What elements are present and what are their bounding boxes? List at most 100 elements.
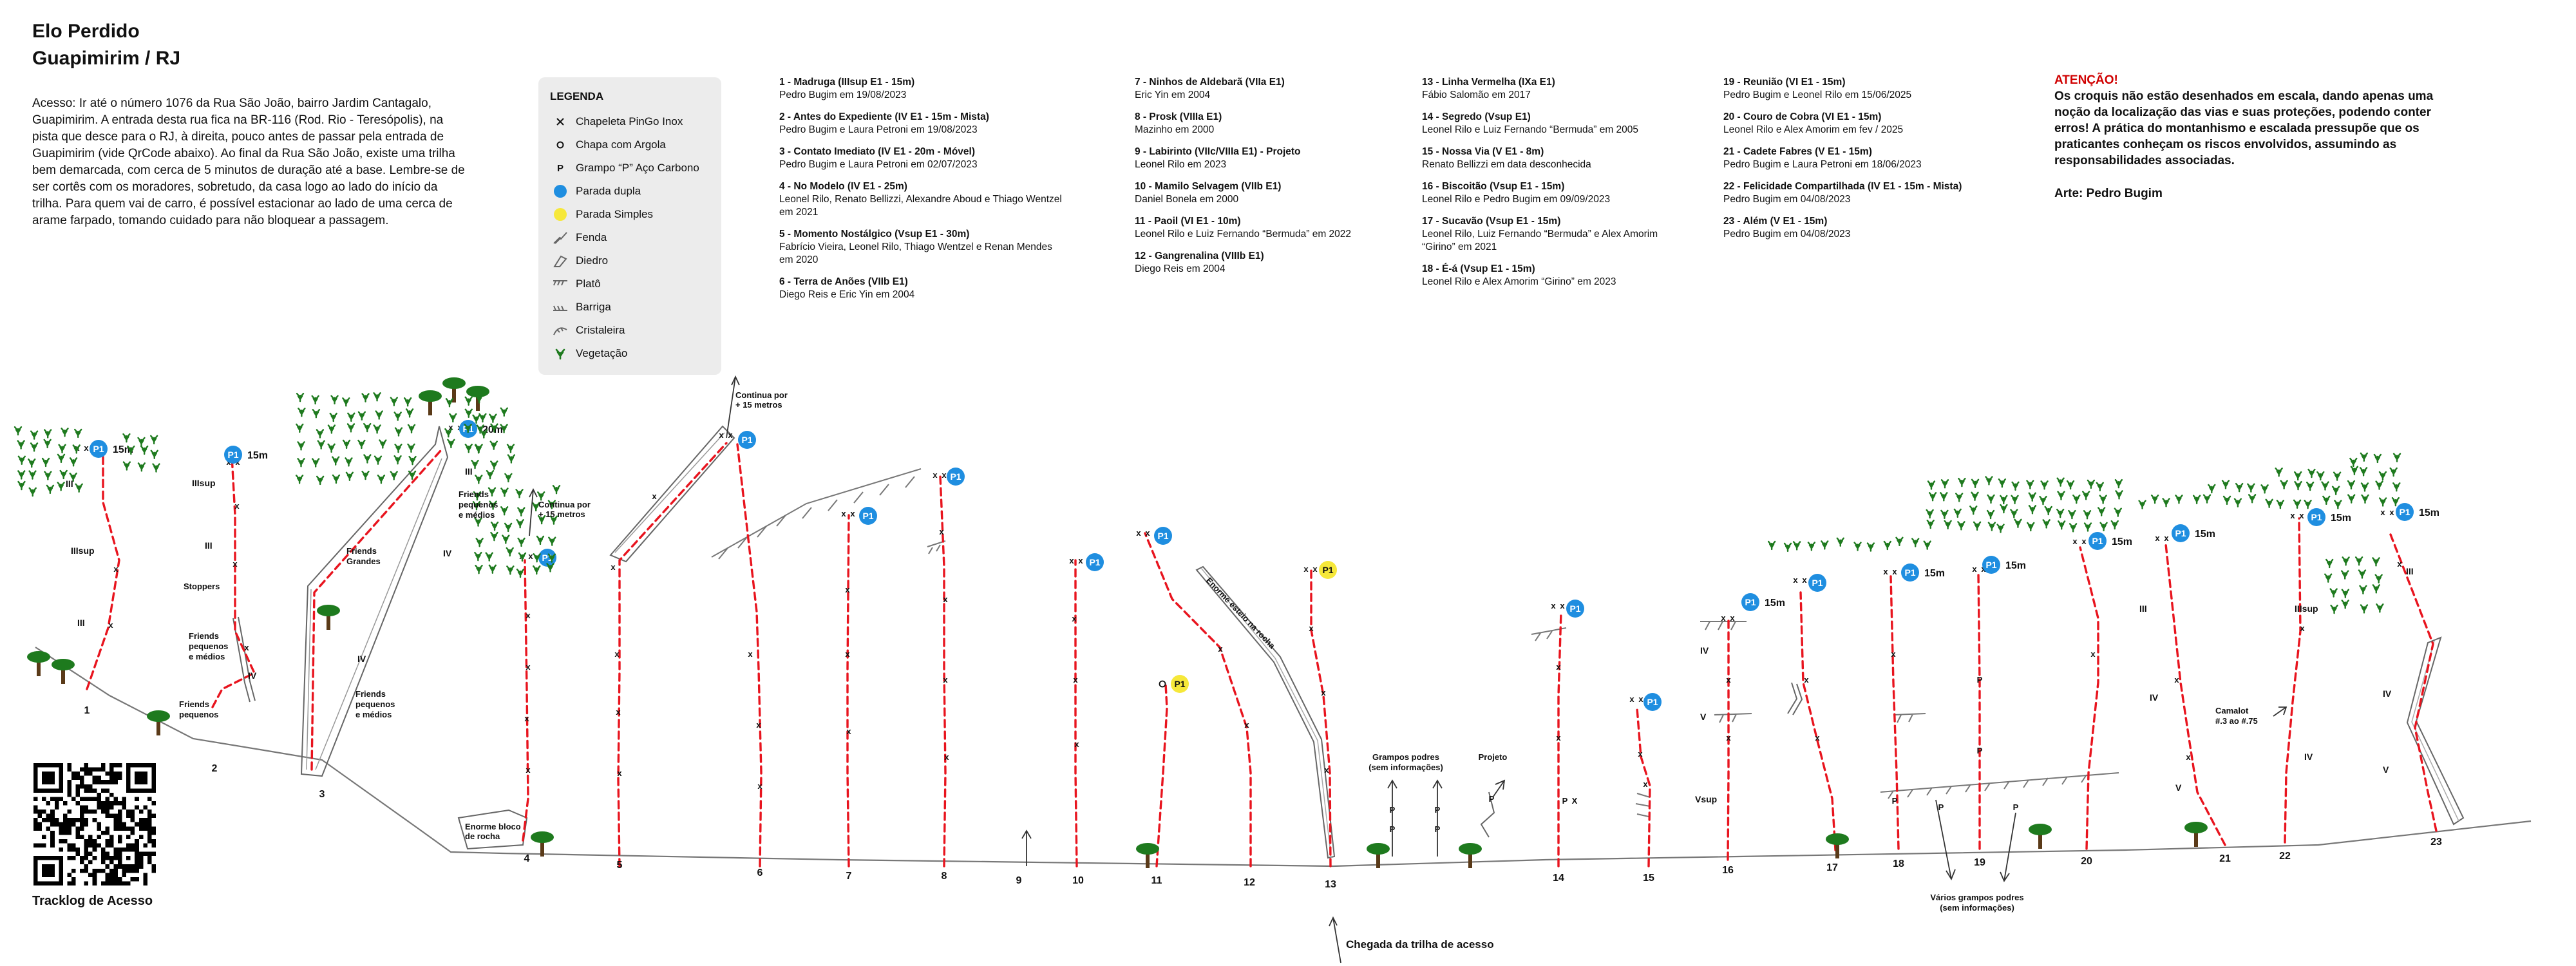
vegetation-icon <box>75 483 83 493</box>
bolt-x-mark: x <box>942 470 947 480</box>
bolt-x-mark: x <box>2174 675 2179 685</box>
rotten-bolts-note: (sem informações) <box>1368 762 1443 772</box>
vegetation-icon <box>2083 522 2092 532</box>
vegetation-icon <box>516 568 525 578</box>
bolt-x-mark: x <box>1804 675 1809 685</box>
projeto-note: Projeto <box>1479 752 1508 762</box>
anchor-label: P1 <box>950 471 961 482</box>
route-line-18 <box>1889 575 1900 850</box>
bolt-x-mark: x <box>1244 720 1249 730</box>
route-entry: 13 - Linha Vermelha (IXa E1)Fábio Salomã… <box>1422 76 1680 102</box>
anchor-double: P1 <box>1566 600 1584 618</box>
vegetation-icon <box>1958 477 1966 488</box>
vegetation-icon <box>2359 467 2368 477</box>
vegetation-icon <box>69 457 78 467</box>
vegetation-icon <box>2233 498 2242 507</box>
roof-icon <box>550 300 571 314</box>
bolt-x-mark: x <box>2155 533 2160 543</box>
bolt-x-mark: x <box>526 765 531 775</box>
vegetation-icon <box>500 506 509 516</box>
bolt-x-mark: x <box>1726 675 1731 685</box>
bolt-x-mark: x <box>748 649 753 659</box>
bolt-x-mark: x <box>1560 601 1565 611</box>
anchor-length: 20m <box>482 424 503 435</box>
vegetation-icon <box>2028 492 2036 502</box>
vegetation-icon <box>2391 497 2400 507</box>
vegetation-icon <box>150 450 158 460</box>
route-entry-info: Diego Reis em 2004 <box>1135 263 1226 274</box>
route-entry: 16 - Biscoitão (Vsup E1 - 15m)Leonel Ril… <box>1422 180 1680 206</box>
vegetation-icon <box>46 484 55 495</box>
vegetation-icon <box>2374 574 2383 583</box>
rotten-bolts-note: Grampos podres <box>1372 752 1439 762</box>
vegetation-icon <box>447 439 455 449</box>
vegetation-icon <box>2360 604 2369 614</box>
route-entry-name: 12 - Gangrenalina (VIIIb E1) <box>1135 251 1264 261</box>
vegetation-icon <box>490 521 499 531</box>
vegetation-icon <box>506 565 515 575</box>
tree-icon <box>442 377 466 402</box>
legend-item-dihedral: Diedro <box>550 251 608 270</box>
grade-label: III <box>205 540 213 551</box>
vegetation-icon <box>490 423 498 433</box>
routes-column-1: 1 - Madruga (IIIsup E1 - 15m)Pedro Bugim… <box>779 76 1063 310</box>
anchor-label: P1 <box>1174 679 1185 689</box>
vegetation-icon <box>2099 495 2107 504</box>
route-entry: 17 - Sucavão (Vsup E1 - 15m)Leonel Rilo,… <box>1422 215 1680 254</box>
route-entry: 18 - É-á (Vsup E1 - 15m)Leonel Rilo e Al… <box>1422 263 1680 289</box>
vegetation-icon <box>475 444 483 453</box>
crack-icon <box>550 231 571 245</box>
route-number: 15 <box>1643 873 1654 884</box>
arrow-route-9 <box>1021 829 1032 866</box>
route-entry-info: Pedro Bugim e Laura Petroni em 02/07/202… <box>779 159 978 170</box>
anchor-label: P1 <box>2175 528 2186 538</box>
anchor-label: P1 <box>227 450 238 460</box>
vegetation-icon <box>474 517 482 527</box>
ledge-icon <box>550 277 571 291</box>
vegetation-icon <box>2389 467 2398 477</box>
route-number: 5 <box>617 860 623 871</box>
route-entry-name: 9 - Labirinto (VIIc/VIIIa E1) - Projeto <box>1135 146 1301 157</box>
vegetation-icon <box>502 535 510 544</box>
grade-label: IV <box>2383 688 2392 699</box>
route-line-7 <box>846 514 850 867</box>
vegetation-icon <box>532 502 540 512</box>
bolt-x-mark: x <box>1638 694 1643 704</box>
many-rotten-arrow-b <box>2000 812 2016 882</box>
vegetation-icon <box>1866 542 1875 552</box>
route-entry-info: Leonel Rilo, Luiz Fernando “Bermuda” e A… <box>1422 229 1658 252</box>
qr-code[interactable] <box>33 763 156 886</box>
anchor-length: 15m <box>2419 507 2439 518</box>
bolt-x-mark: x <box>617 768 622 778</box>
vegetation-icon <box>2347 480 2356 490</box>
route-line-15 <box>1636 707 1651 867</box>
vegetation-icon <box>2114 507 2122 517</box>
friends-note: Grandes <box>346 556 381 566</box>
vegetation-icon <box>536 491 545 501</box>
vegetation-icon <box>28 458 36 468</box>
continue-note: + 15 metros <box>735 400 782 410</box>
vegetation-icon <box>2000 504 2008 514</box>
vegetation-icon <box>2056 508 2065 518</box>
anchor-length: 15m <box>2005 560 2026 571</box>
vegetation-icon <box>2083 510 2092 520</box>
route-line-17 <box>1799 591 1837 851</box>
vegetation-icon <box>475 565 483 574</box>
continue-note: Continua por <box>735 390 788 400</box>
vegetation-icon <box>1927 480 1936 490</box>
vegetation-icon <box>547 500 556 509</box>
vegetation-icon <box>1969 506 1978 515</box>
vegetation-icon <box>2340 570 2349 580</box>
bolt-p-pin: P <box>1892 796 1898 806</box>
tree-icon <box>2029 824 2052 849</box>
vegetation-icon <box>127 445 135 455</box>
anchor-label: P1 <box>1812 578 1823 588</box>
vegetation-icon <box>2081 491 2090 500</box>
route-entry: 19 - Reunião (VI E1 - 15m)Pedro Bugim e … <box>1723 76 2000 102</box>
vegetation-icon <box>330 395 339 404</box>
route-entry: 3 - Contato Imediato (IV E1 - 20m - Móve… <box>779 146 1063 171</box>
vegetation-icon <box>2376 603 2384 613</box>
route-number: 14 <box>1553 873 1564 884</box>
vegetation-icon <box>2294 471 2302 481</box>
